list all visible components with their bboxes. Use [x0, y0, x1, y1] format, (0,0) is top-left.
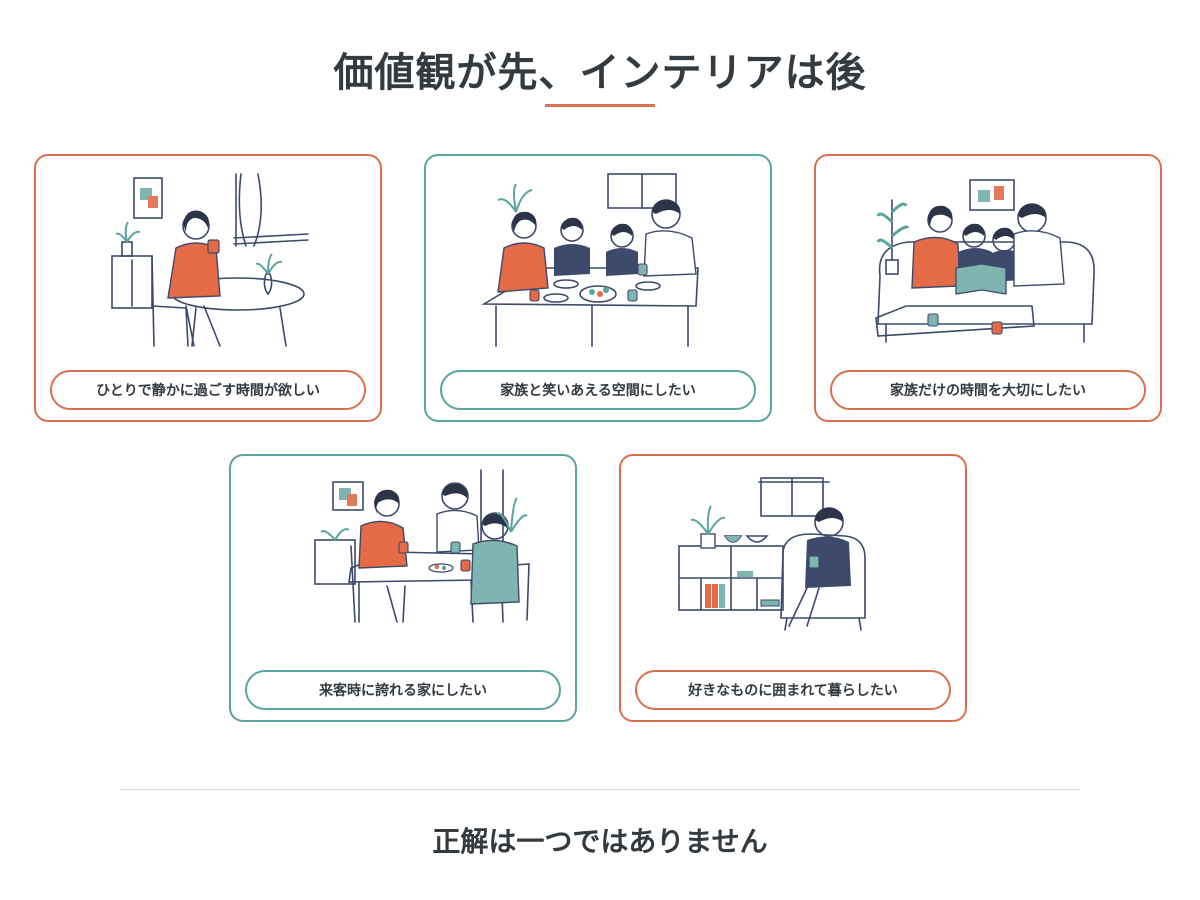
page-title: 価値観が先、インテリアは後	[333, 50, 867, 96]
value-label-pill: 家族だけの時間を大切にしたい	[830, 370, 1146, 410]
value-label-pill: 家族と笑いあえる空間にしたい	[440, 370, 756, 410]
value-card-quiet-time[interactable]: ひとりで静かに過ごす時間が欲しい	[34, 154, 382, 422]
illustration-family-reading-sofa	[875, 179, 1095, 343]
footer-message: 正解は一つではありません	[432, 825, 768, 858]
value-card-family-time[interactable]: 家族だけの時間を大切にしたい	[814, 154, 1162, 422]
divider	[120, 789, 1080, 790]
illustration-man-in-armchair	[678, 477, 866, 631]
value-label-pill: ひとりで静かに過ごす時間が欲しい	[50, 370, 366, 410]
value-card-family-laughter[interactable]: 家族と笑いあえる空間にしたい	[424, 154, 772, 422]
illustration-family-dinner	[481, 173, 699, 347]
title-underline	[545, 104, 655, 107]
illustration-woman-alone-with-tea	[111, 173, 309, 347]
value-card-proud-for-guests[interactable]: 来客時に誇れる家にしたい	[229, 454, 577, 722]
value-label-pill: 好きなものに囲まれて暮らしたい	[635, 670, 951, 710]
illustration-hosting-guests	[314, 469, 530, 623]
value-label-pill: 来客時に誇れる家にしたい	[245, 670, 561, 710]
value-card-favorite-things[interactable]: 好きなものに囲まれて暮らしたい	[619, 454, 967, 722]
